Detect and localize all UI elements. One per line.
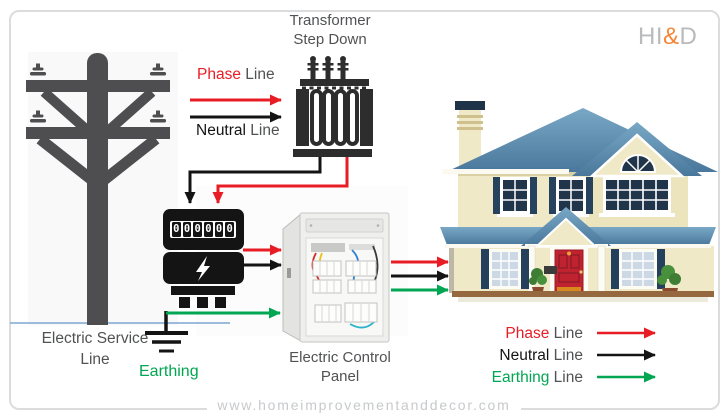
chimney (455, 101, 485, 173)
panel-label-line2: Panel (320, 368, 360, 385)
electric-control-panel-graphic (282, 212, 390, 343)
transformer-graphic (293, 56, 373, 157)
insulator-icon (30, 63, 166, 123)
meter-digit: 0 (182, 222, 192, 237)
electric-control-panel-label: Electric Control Panel (272, 348, 408, 386)
legend-row-neutral: Neutral Line (450, 347, 583, 365)
utility-pole (26, 53, 170, 325)
gable-window (599, 177, 675, 217)
transformer-phase-drop-arrow (212, 157, 349, 204)
panel-label-line1: Electric Control (289, 349, 391, 366)
black-wire (372, 245, 379, 281)
website-url: www.homeimprovementanddecor.com (207, 397, 521, 413)
lower-window (611, 249, 665, 289)
breaker-dividers (319, 261, 370, 322)
brand-logo: HI&D (638, 23, 718, 51)
legend-phase-word: Phase (505, 325, 550, 342)
meter-digit: 0 (204, 222, 213, 237)
website-footer: www.homeimprovementanddecor.com (0, 397, 728, 413)
meter-digit-display: 0 0 0 0 0 0 (170, 221, 236, 238)
mailbox (544, 266, 557, 274)
line-word: Line (240, 66, 275, 83)
transformer-label-line1: Transformer (289, 12, 371, 29)
earthing-label: Earthing (139, 363, 199, 380)
legend-line-word: Line (549, 325, 583, 342)
house-graphic (440, 101, 718, 302)
legend-line-word: Line (549, 369, 583, 386)
phase-word: Phase (197, 66, 241, 83)
legend-row-earthing: Earthing Line (450, 369, 583, 387)
transformer-label-line2: Step Down (293, 31, 367, 48)
legend-line-word: Line (549, 347, 583, 364)
phase-line-label: Phase Line (197, 66, 275, 84)
neutral-line-label: Neutral Line (196, 122, 280, 140)
logo-ampersand: & (663, 23, 680, 50)
meter-digit: 0 (214, 222, 224, 237)
neutral-word: Neutral (196, 122, 246, 139)
legend-row-phase: Phase Line (450, 325, 583, 343)
meter-digit: 0 (172, 222, 181, 237)
bushing-icon (307, 56, 349, 79)
lightning-bolt-icon (196, 256, 210, 281)
cyan-wire (349, 321, 375, 329)
legend-neutral-word: Neutral (499, 347, 550, 364)
transformer-label: Transformer Step Down (266, 11, 394, 49)
legend-earthing-word: Earthing (491, 369, 550, 386)
transformer-neutral-drop-arrow (184, 157, 322, 204)
meter-digit: 0 (225, 222, 235, 237)
electric-service-line-label: Electric Service Line (22, 328, 168, 370)
upper-window (549, 177, 593, 217)
upper-window (493, 177, 537, 217)
service-label-line1: Electric Service (41, 330, 149, 347)
line-word: Line (245, 122, 280, 139)
service-label-line2: Line (80, 351, 110, 368)
logo-text: HI (638, 23, 663, 50)
earth-ground-icon (145, 311, 188, 353)
logo-text: D (679, 23, 698, 50)
meter-digit: 0 (193, 222, 203, 237)
lower-window (481, 249, 529, 289)
